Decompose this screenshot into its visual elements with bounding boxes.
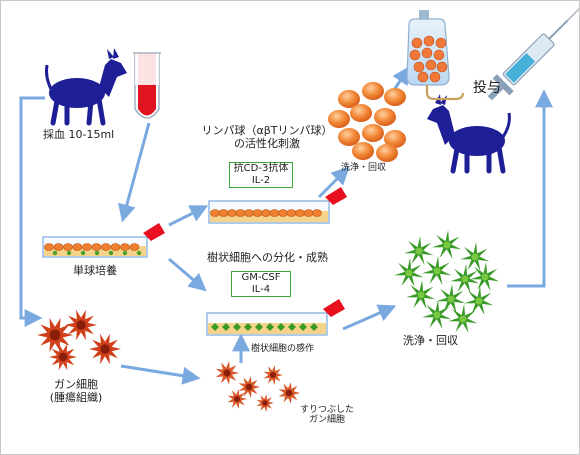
cancer-cell-icon xyxy=(37,309,121,371)
blood-tube-icon xyxy=(133,52,161,119)
lymphocyte-stim-title-line1: リンパ球（αβTリンパ球） xyxy=(201,124,333,137)
lymphocyte-stim-title: リンパ球（αβTリンパ球） の活性化刺激 xyxy=(197,124,337,150)
dendritic-differentiation-title: 樹状細胞への分化・成熟 xyxy=(207,251,328,264)
dendritic-cell-icon xyxy=(394,230,500,333)
arrow-tube-to-culture xyxy=(118,122,151,223)
culture-flask-icon xyxy=(206,299,345,336)
arrow-wash-to-syringe xyxy=(507,89,553,288)
iv-bag-icon xyxy=(406,10,465,101)
culture-flask-icon xyxy=(42,223,165,258)
arrow-cancer-to-crushed xyxy=(120,364,201,385)
cancer-cells-label-line2: (腫瘍組織) xyxy=(49,390,103,404)
arrow-culture-to-lymph xyxy=(168,205,209,227)
crushed-cancer-cell-icon xyxy=(215,361,300,412)
dog-icon xyxy=(427,94,511,174)
syringe-icon xyxy=(487,3,579,101)
arrow-draw-to-cancer xyxy=(19,96,45,327)
stim-box-lymphocyte-line2: IL-2 xyxy=(251,175,271,186)
arrow-lymph-to-cells xyxy=(317,166,350,199)
dog-icon xyxy=(45,48,127,126)
crushed-cancer-label: すりつぶした ガン細胞 xyxy=(291,405,363,426)
stim-box-dendritic-line1: GM-CSF xyxy=(241,272,281,283)
sensitization-label: 樹状細胞の感作 xyxy=(251,344,315,354)
stim-box-dendritic-line2: IL-4 xyxy=(251,284,271,295)
culture-flask-icon xyxy=(208,187,347,224)
wash-collect-label-2: 洗浄・回収 xyxy=(403,334,458,347)
monocyte-culture-label: 単球培養 xyxy=(73,264,117,277)
stim-box-lymphocyte-line1: 抗CD-3抗体 xyxy=(233,163,289,174)
lymphocyte-stim-title-line2: の活性化刺激 xyxy=(234,136,300,150)
arrow-culture-to-dc xyxy=(168,257,207,292)
arrow-dc-to-wash xyxy=(342,304,397,331)
cancer-cells-label-line1: ガン細胞 xyxy=(54,378,98,391)
crushed-cancer-label-line2: ガン細胞 xyxy=(308,415,345,426)
blood-draw-label: 採血 10-15ml xyxy=(43,128,115,141)
cancer-cells-label: ガン細胞 (腫瘍組織) xyxy=(41,378,111,404)
administration-label: 投与 xyxy=(473,80,501,96)
wash-collect-label-1: 洗浄・回収 xyxy=(341,163,387,173)
lymphocyte-cluster xyxy=(328,82,406,162)
stim-box-dendritic: GM-CSF IL-4 xyxy=(231,271,291,297)
stim-box-lymphocyte: 抗CD-3抗体 IL-2 xyxy=(229,162,293,188)
crushed-cancer-label-line1: すりつぶした xyxy=(299,405,355,415)
